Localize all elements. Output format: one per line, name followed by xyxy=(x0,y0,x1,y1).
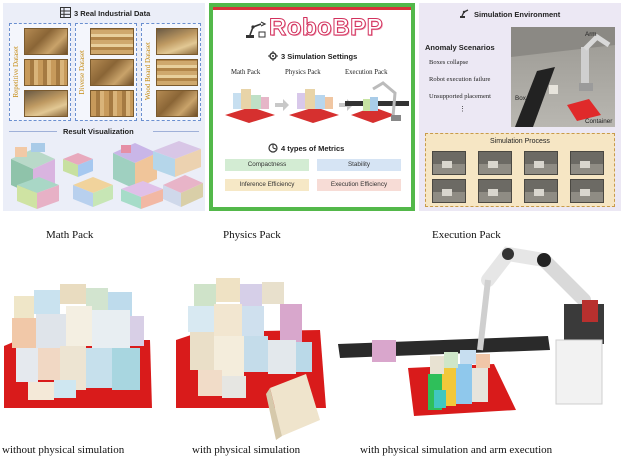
settings-illustration xyxy=(225,81,409,123)
caption-math-pack: without physical simulation xyxy=(2,444,125,456)
dataset-photo xyxy=(156,59,198,86)
divider xyxy=(9,131,57,132)
robobpp-logo: RoboBPP xyxy=(268,14,384,42)
metric-stability: Stability xyxy=(317,159,401,171)
diverse-dataset-card: Diverse Dataset xyxy=(75,23,137,121)
process-frame xyxy=(570,179,604,203)
dataset-photo xyxy=(24,90,68,117)
physics-pack-render xyxy=(176,278,326,440)
simulation-process-title: Simulation Process xyxy=(490,138,550,145)
dataset-photo xyxy=(24,28,68,55)
robot-arm xyxy=(477,246,604,405)
physics-pack-header: Physics Pack xyxy=(223,229,281,241)
dataset-photo xyxy=(156,28,198,55)
anomaly-item: Boxes collapse xyxy=(429,59,469,66)
stacked-boxes xyxy=(188,278,320,440)
industrial-data-panel: 3 Real Industrial Data Repetitive Datase… xyxy=(3,3,205,211)
process-frame xyxy=(432,179,466,203)
dataset-photo xyxy=(90,90,134,117)
robot-arm-icon xyxy=(246,21,267,38)
packing-result-5 xyxy=(17,177,59,209)
setting-physics-pack: Physics Pack xyxy=(285,69,321,76)
scene-label-arm: Arm xyxy=(585,31,597,38)
anomaly-scenarios-title: Anomaly Scenarios xyxy=(425,43,495,52)
process-frame xyxy=(524,151,558,175)
setting-math-pack: Math Pack xyxy=(231,69,261,76)
scene-label-container: Container xyxy=(585,118,613,125)
execution-pack-header: Execution Pack xyxy=(432,229,501,241)
dataset-photo xyxy=(90,28,134,55)
scene-label-box: Box xyxy=(515,95,526,102)
table-icon xyxy=(60,7,71,18)
packing-result-4 xyxy=(153,141,201,177)
robot-arm-icon xyxy=(460,9,469,18)
dataset-photo xyxy=(90,59,134,86)
metrics-title: 4 types of Metrics xyxy=(281,144,345,153)
industrial-data-title: 3 Real Industrial Data xyxy=(74,9,151,18)
dataset-label: Diverse Dataset xyxy=(78,50,86,95)
result-visualization-title: Result Visualization xyxy=(63,127,134,136)
packing-result-3 xyxy=(113,143,157,189)
metrics-icon xyxy=(268,143,278,153)
process-frame xyxy=(524,179,558,203)
simulation-environment-title: Simulation Environment xyxy=(474,10,561,19)
process-frame xyxy=(432,151,466,175)
dataset-label: Repetitive Dataset xyxy=(12,46,20,98)
divider xyxy=(153,131,199,132)
packing-result-8 xyxy=(163,175,203,207)
process-frame xyxy=(570,151,604,175)
packing-result-7 xyxy=(121,181,163,209)
math-pack-render xyxy=(4,284,152,408)
wood-board-dataset-card: Wood Board Dataset xyxy=(141,23,201,121)
packed-boxes xyxy=(428,350,490,410)
robobpp-panel: RoboBPP 3 Simulation Settings Math Pack … xyxy=(209,3,415,211)
gear-icon xyxy=(268,51,278,61)
packing-result-2 xyxy=(63,153,93,177)
packing-result-6 xyxy=(73,177,113,207)
execution-pack-render xyxy=(338,246,604,416)
stacked-boxes xyxy=(12,284,144,400)
anomaly-item: Robot execution failure xyxy=(429,76,491,83)
metric-execution-efficiency: Execution Efficiency xyxy=(317,179,401,191)
simulation-scene: Arm Box Container xyxy=(511,27,615,127)
setting-execution-pack: Execution Pack xyxy=(345,69,388,76)
anomaly-ellipsis: ⋮ xyxy=(459,106,466,113)
dataset-photo xyxy=(24,59,68,86)
simulation-settings-title: 3 Simulation Settings xyxy=(281,52,358,61)
repetitive-dataset-card: Repetitive Dataset xyxy=(9,23,71,121)
dataset-photo xyxy=(156,90,198,117)
simulation-environment-panel: Simulation Environment Anomaly Scenarios… xyxy=(419,3,621,211)
math-pack-header: Math Pack xyxy=(46,229,94,241)
caption-physics-pack: with physical simulation xyxy=(192,444,301,456)
process-frame xyxy=(478,151,512,175)
caption-execution-pack: with physical simulation and arm executi… xyxy=(360,444,553,456)
metric-compactness: Compactness xyxy=(225,159,309,171)
simulation-process-box: Simulation Process xyxy=(425,133,615,207)
anomaly-item: Unsupported placement xyxy=(429,93,491,100)
metric-inference-efficiency: Inference Efficiency xyxy=(225,179,309,191)
process-frame xyxy=(478,179,512,203)
dataset-label: Wood Board Dataset xyxy=(144,42,152,101)
result-visualization-renders xyxy=(11,141,203,209)
